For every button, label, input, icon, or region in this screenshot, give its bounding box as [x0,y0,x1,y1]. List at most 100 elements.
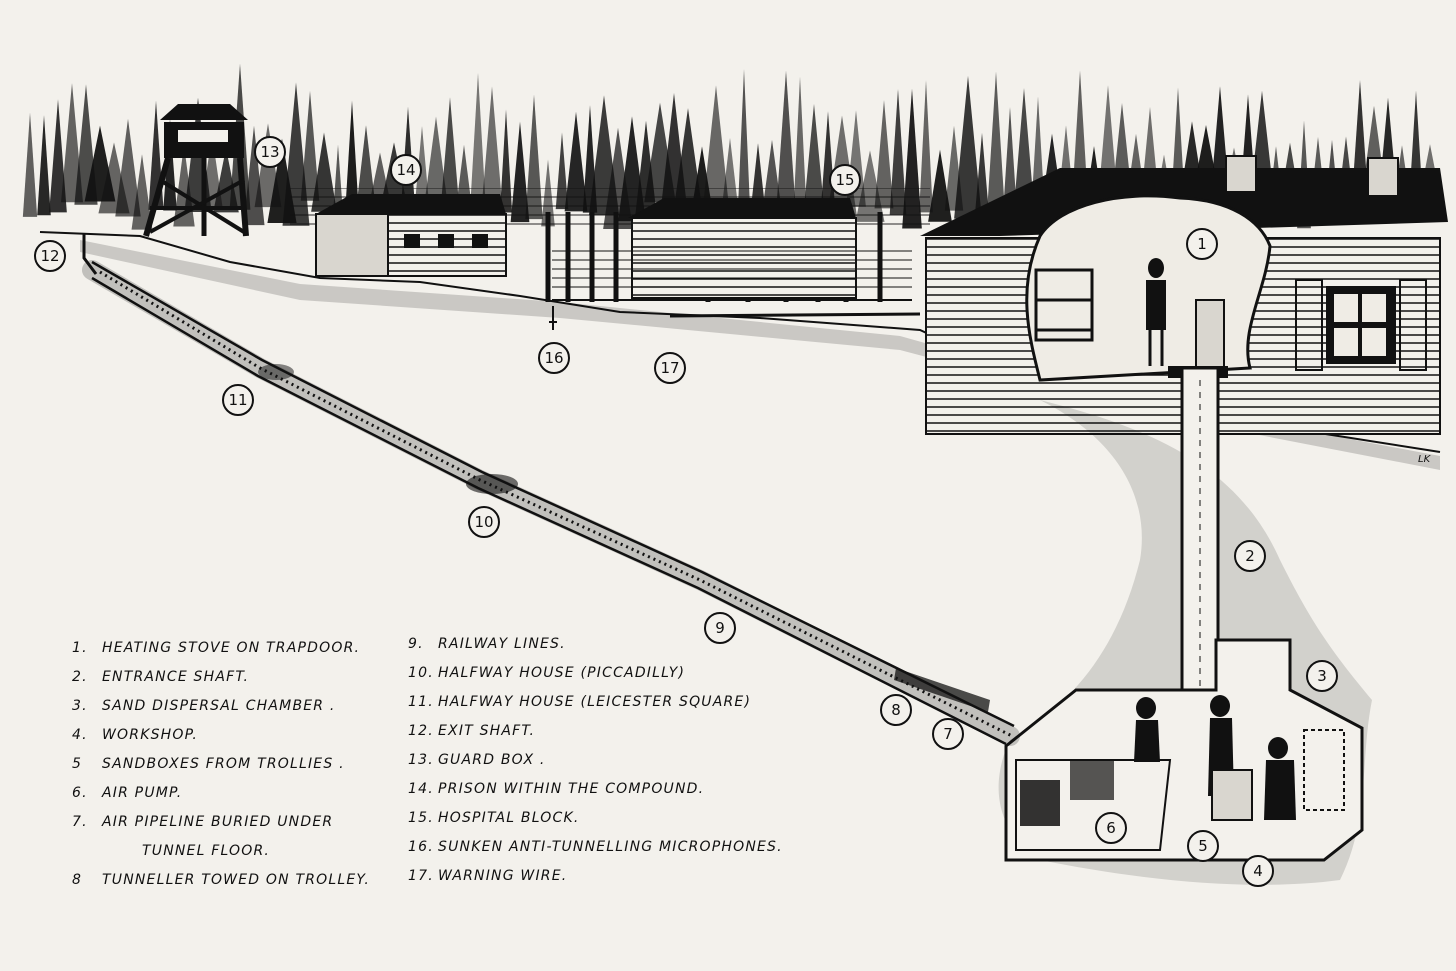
pine-tree [919,80,933,213]
pine-tree [986,71,1006,219]
pine-tree [300,90,320,201]
pine-tree [115,118,141,217]
entrance-shaft [1180,366,1220,700]
marker-circle [222,384,254,416]
legend-text: PRISON WITHIN THE COMPOUND. [438,781,705,797]
marker-circle [1095,812,1127,844]
marker-circle [1186,228,1218,260]
marker-label: 10 [474,513,493,531]
pine-tree [889,88,907,215]
halfway-house-leicester-square [258,364,294,380]
marker-circle [704,612,736,644]
legend-number: 9. [408,636,424,652]
marker-1: 1 [1186,228,1218,260]
legend-number: 6. [72,785,88,801]
legend-number: 8 [72,872,83,888]
marker-label: 3 [1317,667,1327,685]
legend-item: 6. AIR PUMP. [72,779,370,808]
legend-item: 13.GUARD BOX . [408,746,783,775]
warning-wire [669,312,921,318]
pine-tree [564,111,588,212]
marker-label: 14 [396,161,415,179]
underground-chamber [1004,638,1364,862]
marker-label: 2 [1245,547,1255,565]
legend-item: 3. SAND DISPERSAL CHAMBER . [72,692,370,721]
legend-text: WARNING WIRE. [438,868,568,884]
marker-8: 8 [880,694,912,726]
legend-number: 12. [408,723,434,739]
pine-tree [954,75,982,219]
legend-item: 16.SUNKEN ANTI-TUNNELLING MICROPHONES. [408,833,783,862]
marker-label: 1 [1197,235,1207,253]
legend-number: 14. [408,781,434,797]
legend-item: 10.HALFWAY HOUSE (PICCADILLY) [408,659,783,688]
marker-circle [468,506,500,538]
pine-tree [131,154,153,230]
marker-circle [254,136,286,168]
marker-circle [654,352,686,384]
legend-item: 1.HEATING STOVE ON TRAPDOOR. [72,634,370,663]
marker-label: 5 [1198,837,1208,855]
prison-hut [315,194,507,277]
exit-shaft [82,234,98,275]
pine-tree [61,83,83,203]
pine-tree [201,134,223,207]
marker-label: 15 [835,171,854,189]
marker-circle [1234,540,1266,572]
marker-15: 15 [829,164,861,196]
marker-13: 13 [254,136,286,168]
hospital-block [552,198,912,301]
marker-7: 7 [932,718,964,750]
marker-label: 13 [260,143,279,161]
legend-column-right: 9. RAILWAY LINES. 10.HALFWAY HOUSE (PICCAD… [408,630,783,891]
microphone-probe [549,306,557,330]
pine-tree [470,72,486,205]
marker-label: 4 [1253,862,1263,880]
legend-text: AIR PUMP. [102,785,183,801]
legend-item: 2.ENTRANCE SHAFT. [72,663,370,692]
marker-circle [390,154,422,186]
marker-14: 14 [390,154,422,186]
marker-3: 3 [1306,660,1338,692]
marker-label: 11 [228,391,247,409]
legend-text: RAILWAY LINES. [438,636,566,652]
pine-tree [703,85,729,205]
marker-circle [1306,660,1338,692]
legend-number: 16. [408,839,434,855]
legend-number: 3. [72,698,88,714]
legend-number: 15. [408,810,434,826]
marker-label: 9 [715,619,725,637]
pine-tree [1002,106,1018,218]
marker-9: 9 [704,612,736,644]
legend-text: HALFWAY HOUSE (LEICESTER SQUARE) [438,694,752,710]
pine-tree [22,112,38,217]
legend-item: 7. AIR PIPELINE BURIED UNDER [72,808,370,837]
legend-text: SUNKEN ANTI-TUNNELLING MICROPHONES. [438,839,783,855]
legend-item: 14.PRISON WITHIN THE COMPOUND. [408,775,783,804]
legend-text: SAND DISPERSAL CHAMBER . [102,698,336,714]
marker-circle [538,342,570,374]
soil-speckle-band [80,240,1440,470]
legend-text: WORKSHOP. [102,727,198,743]
pine-tree [49,99,67,213]
legend-number: 10. [408,665,434,681]
legend-number: 7. [72,814,88,830]
legend-text: TUNNELLER TOWED ON TROLLEY. [102,872,370,888]
artist-signature: LK [1418,454,1431,465]
marker-circle [1242,855,1274,887]
legend-number: 13. [408,752,434,768]
pine-tree [874,100,894,209]
marker-4: 4 [1242,855,1274,887]
legend-text: HEATING STOVE ON TRAPDOOR. [102,640,361,656]
pine-tree [803,103,825,208]
legend-item: 15.HOSPITAL BLOCK. [408,804,783,833]
pine-tree [499,109,513,213]
legend-text: AIR PIPELINE BURIED UNDER [102,814,334,830]
marker-6: 6 [1095,812,1127,844]
pine-tree [776,70,796,206]
legend-number: 4. [72,727,88,743]
